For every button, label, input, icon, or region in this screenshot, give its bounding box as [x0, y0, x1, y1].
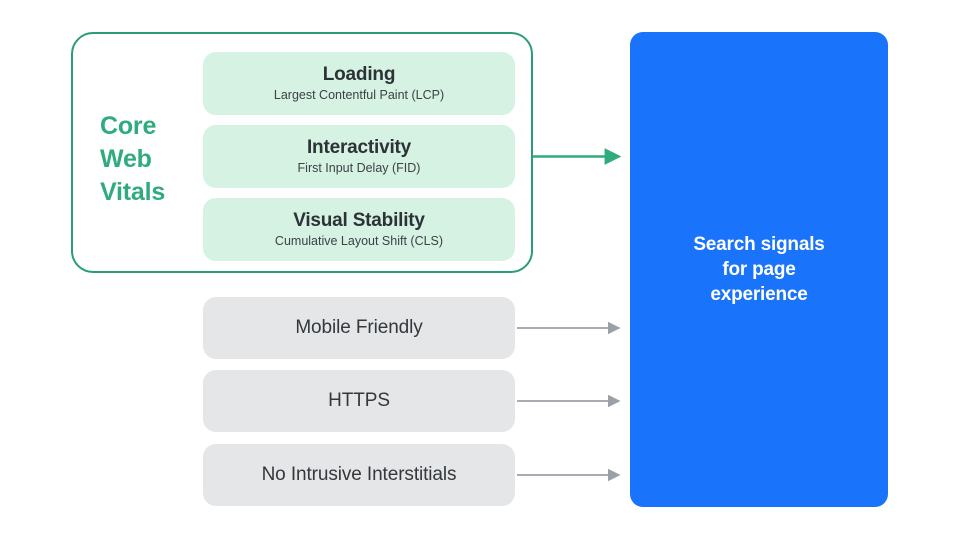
signal-label: HTTPS: [328, 390, 390, 411]
core-web-vitals-group: [71, 32, 533, 273]
signal-label: Mobile Friendly: [295, 317, 423, 338]
vital-card-interactivity: Interactivity First Input Delay (FID): [203, 125, 515, 188]
signal-card-https: HTTPS: [203, 370, 515, 432]
signal-card-mobile-friendly: Mobile Friendly: [203, 297, 515, 359]
vital-subtitle: Cumulative Layout Shift (CLS): [274, 234, 444, 248]
vital-subtitle: First Input Delay (FID): [297, 161, 421, 175]
vital-card-visual-stability: Visual Stability Cumulative Layout Shift…: [203, 198, 515, 261]
vital-title: Loading: [322, 64, 396, 85]
vital-subtitle: Largest Contentful Paint (LCP): [273, 88, 445, 102]
vital-title: Visual Stability: [293, 210, 425, 231]
outcome-panel: Search signals for page experience: [630, 32, 888, 507]
vital-title: Interactivity: [306, 137, 412, 158]
signal-card-no-intrusive-interstitials: No Intrusive Interstitials: [203, 444, 515, 506]
signal-label: No Intrusive Interstitials: [261, 464, 457, 485]
outcome-panel-text: Search signals for page experience: [693, 234, 825, 305]
vital-card-loading: Loading Largest Contentful Paint (LCP): [203, 52, 515, 115]
core-web-vitals-label: Core Web Vitals: [100, 112, 166, 206]
